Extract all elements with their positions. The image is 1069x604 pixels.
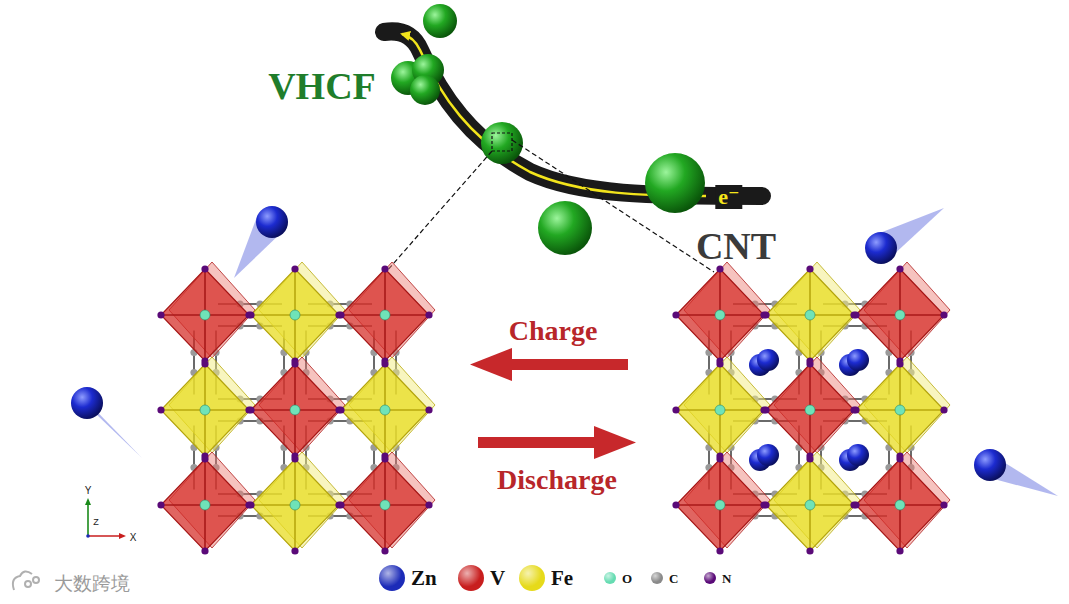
legend-text: Fe [551, 568, 573, 589]
vhcf-particle [481, 122, 523, 164]
zn-ion [71, 387, 103, 419]
y-axis [87, 503, 89, 536]
legend-swatch [519, 565, 545, 591]
zoom-box [492, 133, 512, 151]
zn-ion [256, 206, 288, 238]
zn-ion [757, 444, 779, 466]
legend-text: Zn [411, 568, 437, 589]
zn-ion [847, 444, 869, 466]
vhcf-particle [423, 4, 457, 38]
vhcf-particle [538, 201, 592, 255]
axis-label: Z [93, 518, 99, 527]
x-axis [88, 535, 121, 537]
watermark-logo [13, 571, 32, 590]
fe-octahedron [247, 452, 345, 555]
x-axis [119, 533, 126, 539]
process-label: Charge [509, 317, 598, 345]
vhcf-particle [645, 153, 705, 213]
v-octahedron [247, 357, 345, 460]
y-axis [85, 498, 91, 505]
fe-octahedron [247, 262, 345, 365]
fe-octahedron [852, 357, 950, 460]
electron-label: e⁻ [715, 185, 742, 209]
fe-octahedron [762, 262, 860, 365]
v-octahedron [157, 262, 255, 365]
material-label: CNT [696, 227, 776, 265]
zn-ion [847, 349, 869, 371]
zoom-line [512, 140, 714, 272]
charge-arrow [470, 348, 512, 381]
fe-octahedron [157, 357, 255, 460]
carbon-nanotube [384, 31, 762, 196]
discharge-arrow [594, 426, 636, 459]
charge-arrow [508, 359, 628, 370]
v-octahedron [337, 262, 435, 365]
legend-text: N [722, 572, 731, 585]
watermark-logo [33, 577, 39, 583]
zn-ion [974, 449, 1006, 481]
vhcf-particle [410, 75, 440, 105]
v-octahedron [852, 452, 950, 555]
legend-swatch [704, 572, 716, 584]
zn-ion [757, 349, 779, 371]
v-octahedron [852, 262, 950, 365]
legend-swatch [604, 572, 616, 584]
axis-label: X [130, 533, 137, 543]
v-octahedron [672, 262, 770, 365]
watermark-logo [13, 571, 39, 590]
zn-ion [865, 232, 897, 264]
v-octahedron [157, 452, 255, 555]
v-octahedron [337, 452, 435, 555]
fe-octahedron [337, 357, 435, 460]
legend-text: V [490, 568, 505, 589]
watermark: 大数跨境 [54, 574, 130, 593]
process-label: Discharge [497, 466, 617, 494]
legend-swatch [458, 565, 484, 591]
material-label: VHCF [268, 67, 376, 105]
axis-label: Y [85, 486, 92, 496]
watermark-logo [25, 581, 31, 587]
zoom-line [386, 151, 492, 272]
legend-text: C [669, 572, 678, 585]
legend-swatch [651, 572, 663, 584]
z-axis [86, 534, 90, 538]
legend-swatch [379, 565, 405, 591]
legend-text: O [622, 572, 632, 585]
discharge-arrow [478, 437, 598, 448]
